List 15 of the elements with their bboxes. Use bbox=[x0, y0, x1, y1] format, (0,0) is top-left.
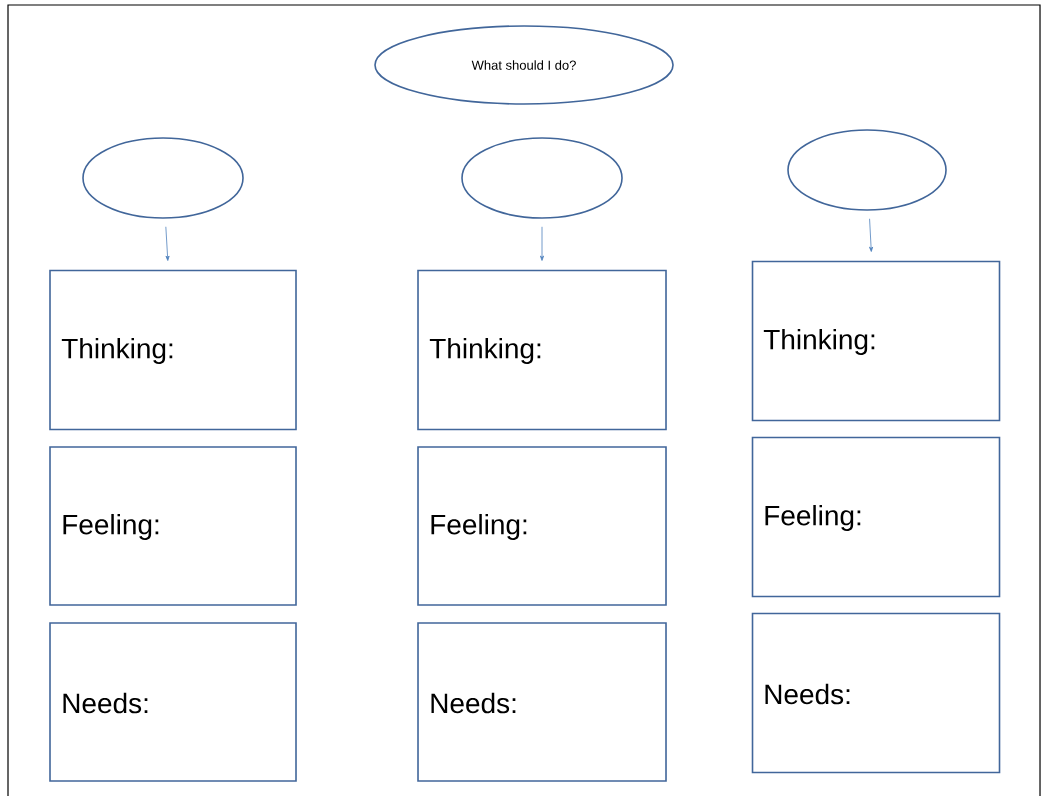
arrow bbox=[869, 218, 874, 252]
arrow bbox=[165, 226, 170, 261]
ellipse bbox=[461, 137, 623, 219]
text-box: Needs: bbox=[417, 622, 667, 782]
text-box: Feeling: bbox=[751, 436, 1001, 598]
text-box: Needs: bbox=[49, 622, 297, 782]
text-box: Thinking: bbox=[49, 269, 297, 431]
ellipse bbox=[82, 137, 244, 219]
text-box: Feeling: bbox=[49, 446, 297, 606]
text-box: Thinking: bbox=[417, 269, 667, 431]
ellipse bbox=[787, 129, 947, 211]
text-box: Thinking: bbox=[751, 260, 1001, 422]
text-box: Feeling: bbox=[417, 446, 667, 606]
arrow bbox=[540, 226, 544, 261]
text-box: Needs: bbox=[751, 612, 1001, 774]
